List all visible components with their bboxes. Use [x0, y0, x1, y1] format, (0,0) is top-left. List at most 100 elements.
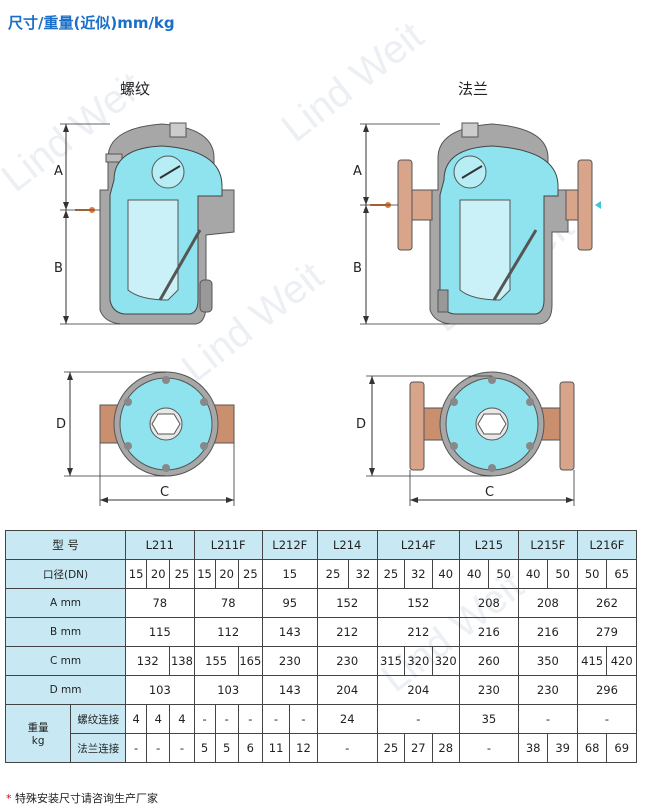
model-cell: L214F: [376, 530, 460, 560]
table-cell: -: [316, 733, 378, 763]
table-cell: 262: [576, 588, 638, 618]
threaded-dim-c: C: [160, 485, 169, 500]
model-cell: L211F: [193, 530, 263, 560]
flanged-dim-d: D: [356, 417, 366, 432]
table-cell: 208: [517, 588, 578, 618]
model-cell: L215: [458, 530, 519, 560]
table-cell: 279: [576, 617, 638, 647]
table-cell: -: [237, 704, 263, 734]
threaded-dim-b: B: [54, 261, 63, 276]
table-cell: 132: [125, 646, 171, 676]
table-cell: 5: [193, 733, 216, 763]
table-cell: 15: [193, 559, 216, 589]
table-cell: 143: [261, 617, 318, 647]
spec-table: 型 号 L211 L211F L212F L214 L214F L215 L21…: [4, 530, 638, 763]
table-cell: 230: [316, 646, 378, 676]
table-cell: -: [376, 704, 460, 734]
table-cell: 15: [261, 559, 318, 589]
threaded-dim-a: A: [54, 164, 63, 179]
table-cell: 50: [547, 559, 578, 589]
table-cell: 4: [125, 704, 148, 734]
flanged-dim-c: C: [485, 485, 494, 500]
table-cell: 法兰连接: [70, 733, 127, 763]
table-cell: 25: [376, 733, 406, 763]
table-cell: 78: [193, 588, 263, 618]
drawings: A B A B: [54, 122, 601, 506]
table-cell: 20: [146, 559, 171, 589]
table-cell: 24: [316, 704, 378, 734]
table-cell: C mm: [4, 646, 127, 676]
table-cell: 165: [237, 646, 263, 676]
table-cell: 350: [517, 646, 578, 676]
table-cell: 152: [316, 588, 378, 618]
page-title: 尺寸/重量(近似)mm/kg: [8, 14, 175, 32]
table-cell: 28: [431, 733, 460, 763]
table-cell: 口径(DN): [4, 559, 127, 589]
table-cell: B mm: [4, 617, 127, 647]
table-cell: 155: [193, 646, 239, 676]
flanged-front-view: [360, 122, 601, 325]
table-row: A mm 78 78 95 152 152 208 208 262: [4, 588, 638, 618]
table-cell: 6: [237, 733, 263, 763]
table-cell: 204: [316, 675, 378, 705]
table-cell: A mm: [4, 588, 127, 618]
table-cell: 78: [125, 588, 195, 618]
table-cell: 320: [404, 646, 433, 676]
table-cell: D mm: [4, 675, 127, 705]
table-cell: 212: [316, 617, 378, 647]
table-cell: 11: [261, 733, 291, 763]
model-header: 型 号: [4, 530, 127, 560]
table-cell: -: [261, 704, 291, 734]
flanged-dim-a: A: [353, 164, 362, 179]
table-cell: 32: [348, 559, 378, 589]
table-cell: 204: [376, 675, 460, 705]
table-cell: -: [517, 704, 578, 734]
table-cell: 69: [606, 733, 637, 763]
table-cell: 35: [458, 704, 519, 734]
table-cell: 50: [488, 559, 519, 589]
table-cell: 320: [431, 646, 460, 676]
table-cell: 212: [376, 617, 460, 647]
table-cell: 138: [169, 646, 195, 676]
table-cell: 25: [237, 559, 263, 589]
flanged-top-view: [366, 371, 575, 506]
table-cell: 230: [458, 675, 519, 705]
threaded-dim-d: D: [56, 417, 66, 432]
table-cell: 415: [576, 646, 608, 676]
table-cell: 216: [517, 617, 578, 647]
table-cell: 40: [431, 559, 460, 589]
model-cell: L212F: [261, 530, 318, 560]
table-cell: 40: [517, 559, 549, 589]
table-cell: 50: [576, 559, 608, 589]
model-cell: L216F: [576, 530, 638, 560]
flanged-dim-b: B: [353, 261, 362, 276]
table-cell: 208: [458, 588, 519, 618]
threaded-top-view: [64, 371, 235, 506]
table-cell: -: [289, 704, 318, 734]
table-cell: -: [576, 704, 638, 734]
table-cell: 65: [606, 559, 637, 589]
table-row: D mm 103 103 143 204 204 230 230 296: [4, 675, 638, 705]
flanged-heading: 法兰: [458, 80, 489, 98]
table-cell: 27: [404, 733, 433, 763]
table-cell: 143: [261, 675, 318, 705]
table-cell: 230: [517, 675, 578, 705]
table-cell: -: [214, 704, 239, 734]
table-cell: -: [146, 733, 171, 763]
table-cell: 40: [458, 559, 490, 589]
table-cell: 68: [576, 733, 608, 763]
table-cell: 296: [576, 675, 638, 705]
table-cell: 39: [547, 733, 578, 763]
model-cell: L215F: [517, 530, 578, 560]
table-row: B mm 115 112 143 212 212 216 216 279: [4, 617, 638, 647]
table-cell: 螺纹连接: [70, 704, 127, 734]
table-cell: 15: [125, 559, 148, 589]
table-cell: -: [125, 733, 148, 763]
table-cell: 230: [261, 646, 318, 676]
table-cell: 25: [169, 559, 195, 589]
table-cell: 152: [376, 588, 460, 618]
table-cell: 25: [376, 559, 406, 589]
